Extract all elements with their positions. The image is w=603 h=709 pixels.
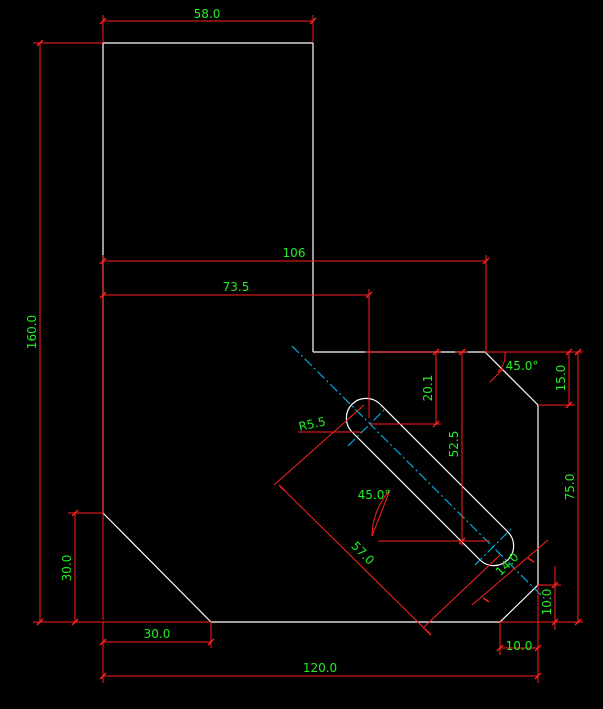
label-slot-vertical-52-5: 52.5: [447, 431, 461, 458]
tick: [99, 638, 107, 646]
tick: [99, 257, 107, 265]
label-total-width: 120.0: [303, 661, 337, 675]
dim-45-top-arc: [497, 351, 506, 373]
slot-axis-centerline: [291, 345, 549, 603]
slot-upper-edge: [379, 403, 509, 533]
tick: [482, 257, 490, 265]
top-hole-cross-centerline: [347, 407, 387, 447]
label-left-chamfer-height: 30.0: [60, 555, 74, 582]
outline-top-chamfer-edge: [484, 351, 539, 406]
tick: [99, 672, 107, 680]
centerlines: [291, 345, 549, 603]
tick: [36, 618, 44, 626]
dim-14-line: [471, 539, 549, 606]
outline-bottom-right-chamfer-edge: [499, 584, 539, 623]
tick: [565, 401, 573, 409]
label-top-chamfer-height: 15.0: [554, 365, 568, 392]
tick: [432, 348, 440, 356]
tick: [71, 618, 79, 626]
tick: [565, 348, 573, 356]
tick: [309, 17, 317, 25]
tick: [527, 557, 535, 563]
tick: [432, 420, 440, 428]
label-slot-angle: 45.0°: [358, 488, 391, 502]
tick: [424, 628, 432, 636]
label-top-chamfer-angle: 45.0°: [506, 359, 539, 373]
label-overall-height: 160.0: [25, 315, 39, 349]
tick: [71, 509, 79, 517]
bottom-hole-cross-centerline: [474, 526, 514, 566]
dimension-ticks: [36, 17, 582, 680]
label-right-height: 75.0: [563, 474, 577, 501]
tick: [36, 39, 44, 47]
label-slot-length: 57.0: [348, 539, 377, 568]
tick: [99, 291, 107, 299]
label-radius: R5.5: [297, 414, 327, 433]
slot-bottom-arc: [479, 531, 515, 567]
label-top-width: 58.0: [194, 7, 221, 21]
tick: [574, 348, 582, 356]
dim-45-slot-leader: [371, 489, 391, 537]
label-span-106: 106: [283, 246, 306, 260]
dim-45-top-leader: [489, 368, 504, 383]
tick: [551, 618, 559, 626]
label-slot-width: 14.0: [493, 550, 522, 579]
tick: [365, 291, 373, 299]
slot-geometry: [345, 397, 515, 567]
tick: [534, 672, 542, 680]
slot-top-arc: [345, 397, 381, 433]
label-bottom-right-height: 10.0: [540, 589, 554, 616]
tick: [458, 537, 466, 545]
label-bottom-right-width: 10.0: [506, 639, 533, 653]
outline-bottom-left-chamfer-edge: [102, 512, 212, 623]
tick: [482, 597, 490, 603]
label-bottom-chamfer-width: 30.0: [144, 627, 171, 641]
tick: [458, 348, 466, 356]
dimension-lines: [33, 15, 583, 683]
tick: [99, 17, 107, 25]
tick: [574, 618, 582, 626]
tick: [207, 638, 215, 646]
part-outline: [102, 42, 539, 623]
dim-57-ext-top: [273, 404, 365, 486]
slot-lower-edge: [351, 431, 481, 561]
tick: [278, 484, 286, 492]
tick: [551, 581, 559, 589]
dim-57-line: [281, 487, 429, 633]
dimension-labels: 58.0 160.0 106 73.5 20.1 52.5 45.0° 15.0…: [25, 7, 577, 675]
dim-45-slot-arc: [371, 489, 391, 537]
tick: [534, 644, 542, 652]
dim-57-ext-bottom: [422, 554, 501, 629]
label-span-73-5: 73.5: [223, 280, 250, 294]
label-step-depth-20-1: 20.1: [421, 375, 435, 402]
tick: [496, 644, 504, 652]
